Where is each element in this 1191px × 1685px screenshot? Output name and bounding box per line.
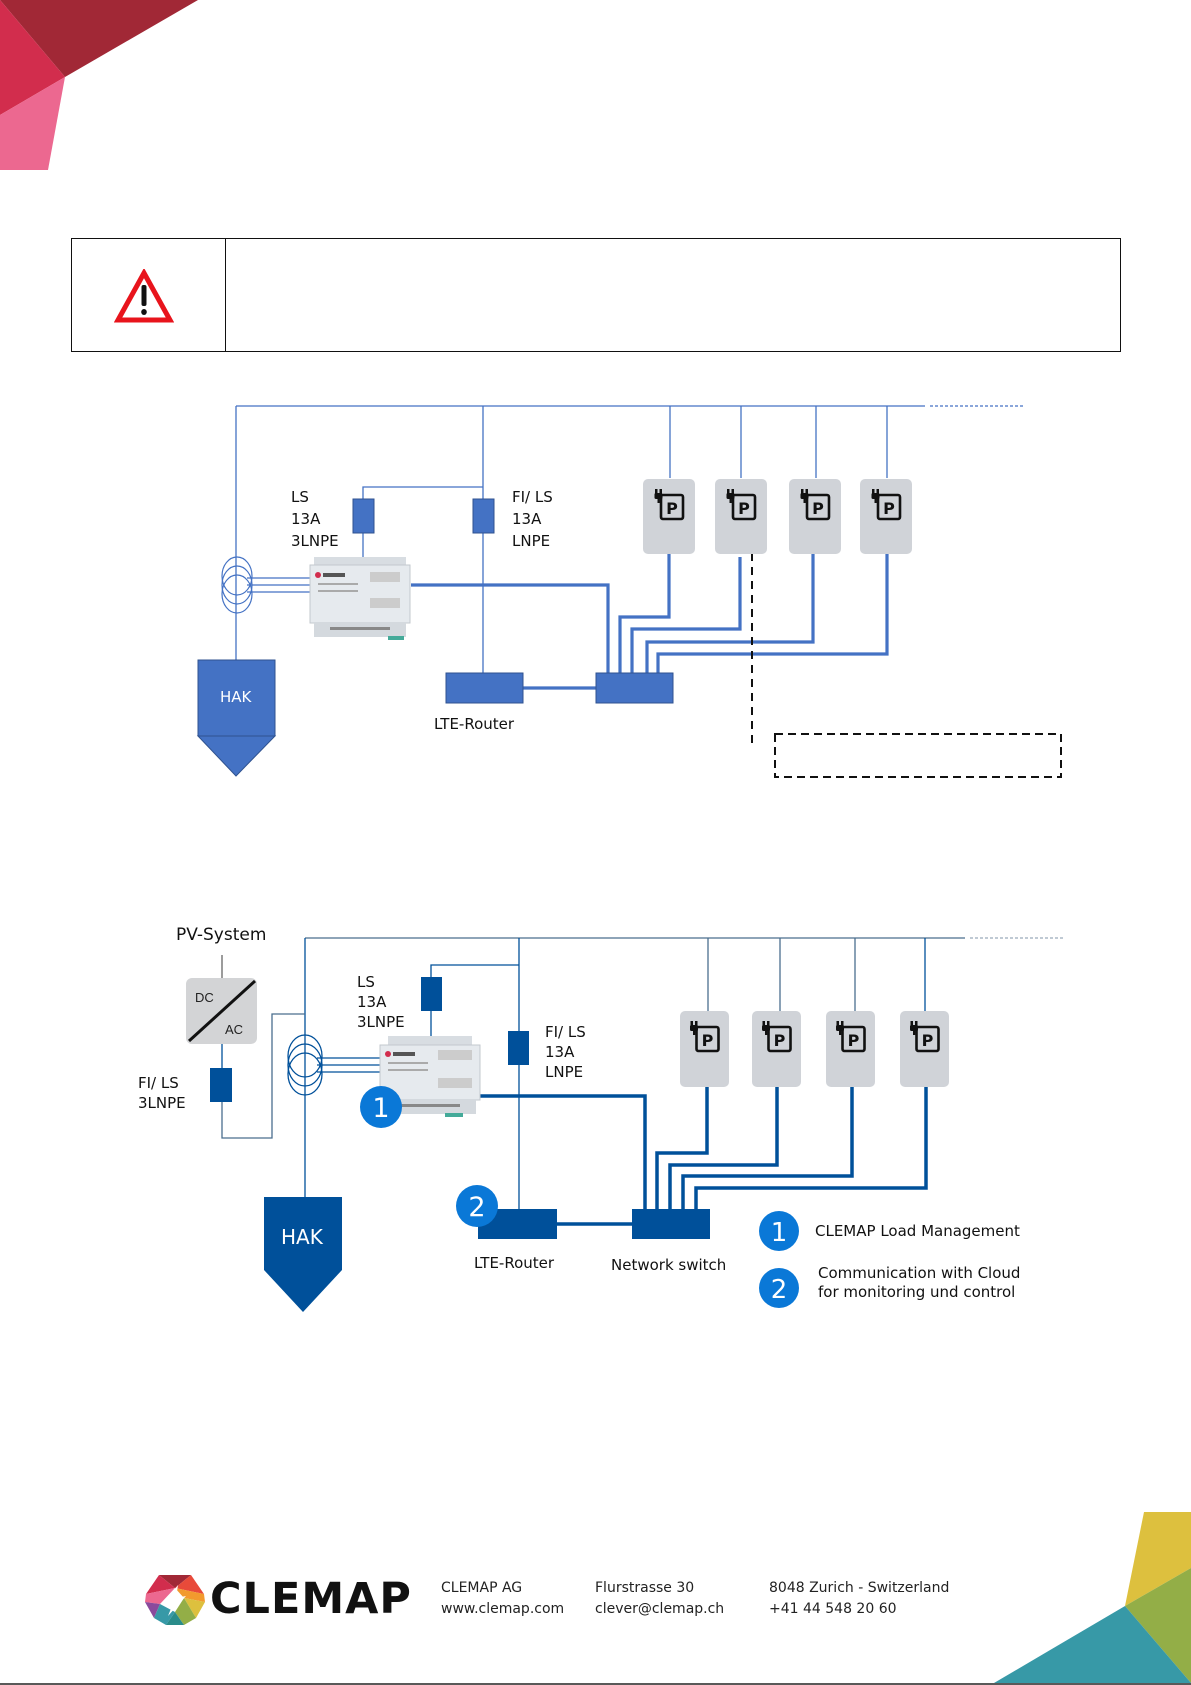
legend-badge-1: 1 <box>759 1211 799 1251</box>
d1-meter-to-switch <box>411 583 610 675</box>
d1-clemap-meter <box>309 557 411 640</box>
d2-hak <box>264 1197 342 1312</box>
d1-hak <box>196 659 277 777</box>
d2-badge-2: 2 <box>456 1185 498 1227</box>
d2-ev-charger-1: P <box>680 1011 729 1087</box>
d2-fils-breaker <box>508 1031 529 1065</box>
d2-pv-inverter <box>186 978 257 1044</box>
d1-ls-label: LS 13A 3LNPE <box>291 488 339 550</box>
footer-email[interactable]: clever@clemap.ch <box>595 1601 725 1617</box>
d2-clemap-meter <box>379 1036 481 1117</box>
legend-item-2: Communication with Cloud for monitoring … <box>818 1264 1021 1301</box>
ev-charging-parking-icon: P <box>762 1021 792 1053</box>
footer-company: CLEMAP AG <box>441 1580 523 1596</box>
d2-pv-breaker-label: FI/ LS 3LNPE <box>138 1074 186 1112</box>
ev-charging-parking-icon: P <box>690 1021 720 1053</box>
d2-badge-1: 1 <box>360 1086 402 1128</box>
d1-fils-breaker <box>472 498 495 534</box>
svg-text:1: 1 <box>771 1218 788 1248</box>
d2-ev-charger-2: P <box>752 1011 801 1087</box>
bottom-right-corner-shape <box>994 1512 1191 1683</box>
d2-switch-label: Network switch <box>611 1256 727 1274</box>
svg-text:P: P <box>848 1031 860 1050</box>
d1-router-label: LTE-Router <box>434 715 515 733</box>
legend-item-1: CLEMAP Load Management <box>815 1222 1020 1240</box>
ev-charging-parking-icon: P <box>654 489 685 521</box>
d1-network-switch <box>595 672 674 704</box>
ev-charging-parking-icon: P <box>910 1021 940 1053</box>
warning-triangle-icon <box>114 269 174 323</box>
d1-ev-charger-4: P <box>860 479 912 554</box>
footer-website[interactable]: www.clemap.com <box>441 1601 565 1617</box>
d2-router-label: LTE-Router <box>474 1254 555 1272</box>
footer-street: Flurstrasse 30 <box>595 1580 695 1596</box>
top-left-corner-shape <box>0 0 198 170</box>
d1-dashed-box <box>774 733 1062 778</box>
d2-hak-label: HAK <box>281 1225 323 1249</box>
svg-text:P: P <box>774 1031 786 1050</box>
d2-fils-label: FI/ LS 13A LNPE <box>545 1023 586 1081</box>
ev-charging-parking-icon: P <box>836 1021 866 1053</box>
d2-current-transformer <box>287 1034 323 1096</box>
d2-ev-charger-3: P <box>826 1011 875 1087</box>
d2-pv-breaker <box>210 1068 232 1102</box>
warning-box <box>71 238 1121 352</box>
d1-ev-charger-1: P <box>643 479 695 554</box>
d1-hak-label: HAK <box>220 688 252 706</box>
d2-ls-breaker <box>421 977 442 1011</box>
footer-phone: +41 44 548 20 60 <box>769 1601 897 1617</box>
legend-badge-2: 2 <box>759 1268 799 1308</box>
svg-text:1: 1 <box>372 1093 389 1124</box>
d2-ev-charger-4: P <box>900 1011 949 1087</box>
d1-ls-breaker <box>352 498 375 534</box>
svg-text:P: P <box>922 1031 934 1050</box>
d2-dc-label: DC <box>195 990 214 1005</box>
ev-charging-parking-icon: P <box>871 489 902 521</box>
footer-city: 8048 Zurich - Switzerland <box>769 1580 950 1596</box>
d1-ev-charger-3: P <box>789 479 841 554</box>
d1-ev-charger-2: P <box>715 479 767 554</box>
d1-lte-router <box>445 672 524 704</box>
d1-ls-branch <box>362 486 483 499</box>
d2-meter-to-switch <box>474 1094 647 1210</box>
svg-text:2: 2 <box>468 1192 485 1223</box>
d1-current-transformer <box>221 556 253 614</box>
d2-pv-label: PV-System <box>176 925 267 945</box>
clemap-logo-text: CLEMAP <box>210 1574 412 1624</box>
d2-ac-label: AC <box>225 1022 244 1037</box>
warning-divider <box>225 239 226 351</box>
d2-network-switch <box>632 1209 710 1239</box>
ev-charging-parking-icon: P <box>726 489 757 521</box>
svg-text:P: P <box>812 499 824 518</box>
svg-text:P: P <box>738 499 750 518</box>
svg-text:P: P <box>666 499 678 518</box>
d2-ls-label: LS 13A 3LNPE <box>357 973 405 1031</box>
svg-text:P: P <box>883 499 895 518</box>
d1-fils-label: FI/ LS 13A LNPE <box>512 488 553 550</box>
ev-charging-parking-icon: P <box>800 489 831 521</box>
svg-text:2: 2 <box>771 1275 788 1305</box>
svg-text:P: P <box>702 1031 714 1050</box>
clemap-logo-icon <box>145 1575 205 1625</box>
